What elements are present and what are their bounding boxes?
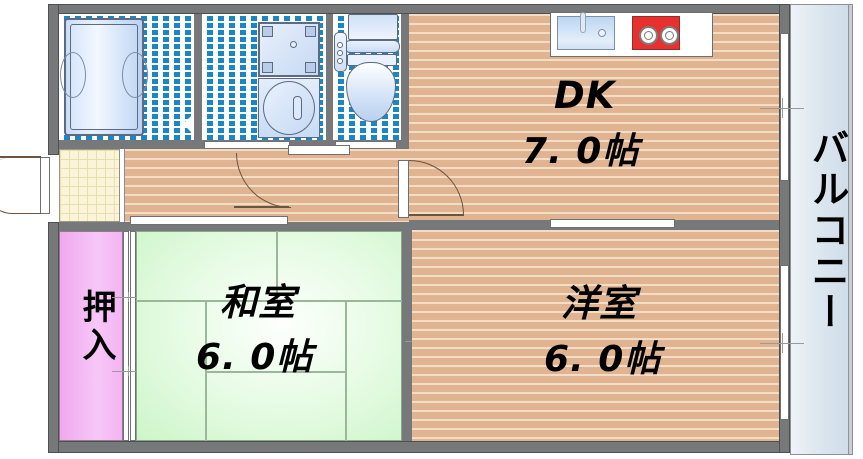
tatami-joint-3: [276, 300, 402, 302]
washing-machine-space: [258, 22, 320, 77]
exterior-wall-bottom: [48, 441, 790, 453]
balcony-area: [790, 4, 850, 455]
gas-stove: [632, 16, 680, 50]
corridor-floor: [122, 149, 409, 222]
yoshitsu-balcony-sliding-door[interactable]: [780, 265, 789, 420]
entrance-door-panel[interactable]: [40, 157, 50, 214]
genkan-entry-tile: [59, 149, 122, 222]
basin-faucet: [293, 96, 302, 120]
oshiire-sliding-door-left[interactable]: [123, 231, 129, 441]
dk-yoshitsu-opening[interactable]: [550, 219, 675, 228]
interior-wall-toilet-dk: [401, 14, 409, 140]
dk-door-leaf: [409, 214, 464, 216]
tatami-joint-4: [205, 300, 207, 441]
oshiire-label: 押入: [76, 289, 116, 365]
entrance-door-swing-arc: [0, 157, 41, 214]
oshiire-sliding-door-right[interactable]: [130, 231, 136, 441]
wm-corner-tl: [262, 26, 273, 37]
dk-entry-door-panel[interactable]: [398, 160, 409, 218]
wm-drain-hole: [290, 41, 297, 48]
wm-corner-bl: [262, 62, 273, 73]
yoshitsu-room-area: 6. 0帖: [544, 339, 662, 380]
oshiire-door-marker-upper: [112, 292, 144, 302]
interior-wall-bath-washroom: [194, 14, 202, 140]
yoshitsu-room-name: 洋室: [561, 282, 637, 325]
toilet-control-btn-1: [337, 42, 343, 48]
wm-corner-br: [305, 62, 316, 73]
exterior-wall-left-lower: [48, 222, 59, 453]
interior-wall-washroom-toilet: [326, 14, 333, 140]
genkan-step-line: [119, 149, 125, 222]
oshiire-door-marker-lower: [112, 366, 144, 376]
tatami-joint-2: [276, 231, 278, 300]
toilet-lid: [344, 40, 400, 53]
kitchen-sink: [557, 16, 615, 50]
dk-door-swing-marker: [760, 98, 804, 118]
washroom-entry-door-panel[interactable]: [288, 145, 350, 155]
exterior-wall-left-upper: [48, 4, 59, 155]
washitsu-room-area: 6. 0帖: [196, 337, 314, 378]
tatami-joint-6: [345, 300, 347, 441]
entrance-door-leaf: [0, 156, 41, 158]
kitchen-sink-drain: [598, 29, 606, 37]
bathtub-end-curve-right: [122, 52, 148, 98]
balcony-label: バルコニー: [805, 128, 849, 333]
wm-corner-tr: [305, 26, 316, 37]
interior-wall-washitsu-yoshitsu: [402, 230, 412, 441]
toilet-tank: [348, 14, 398, 40]
yoshitsu-floor: [412, 230, 779, 441]
tatami-joint-5: [205, 371, 345, 373]
toilet-bowl: [346, 62, 396, 122]
wash-basin: [263, 81, 315, 135]
dk-balcony-sliding-door[interactable]: [780, 33, 789, 181]
stove-burner-right: [660, 26, 679, 45]
exterior-wall-right: [779, 4, 790, 453]
oshiire-closet: [59, 231, 123, 441]
bathroom-door[interactable]: [183, 110, 197, 138]
washroom-door-leaf: [234, 206, 289, 208]
washitsu-floor: [136, 231, 402, 441]
toilet-control-btn-2: [337, 50, 343, 56]
interior-wall-corridor-bottom: [59, 222, 409, 231]
washitsu-room-name: 和室: [220, 281, 296, 324]
dk-room-area: 7. 0帖: [522, 131, 640, 172]
bathtub-end-curve: [60, 52, 86, 98]
washroom-sliding-door[interactable]: [204, 141, 290, 149]
toilet-control-btn-3: [337, 58, 343, 64]
washitsu-sliding-door[interactable]: [130, 216, 288, 225]
dk-room-name: DK: [554, 74, 616, 117]
stove-burner-left: [639, 26, 658, 45]
kitchen-faucet: [580, 12, 586, 33]
balcony-outer-rail: [848, 4, 853, 455]
yoshitsu-door-swing-marker: [760, 333, 804, 353]
